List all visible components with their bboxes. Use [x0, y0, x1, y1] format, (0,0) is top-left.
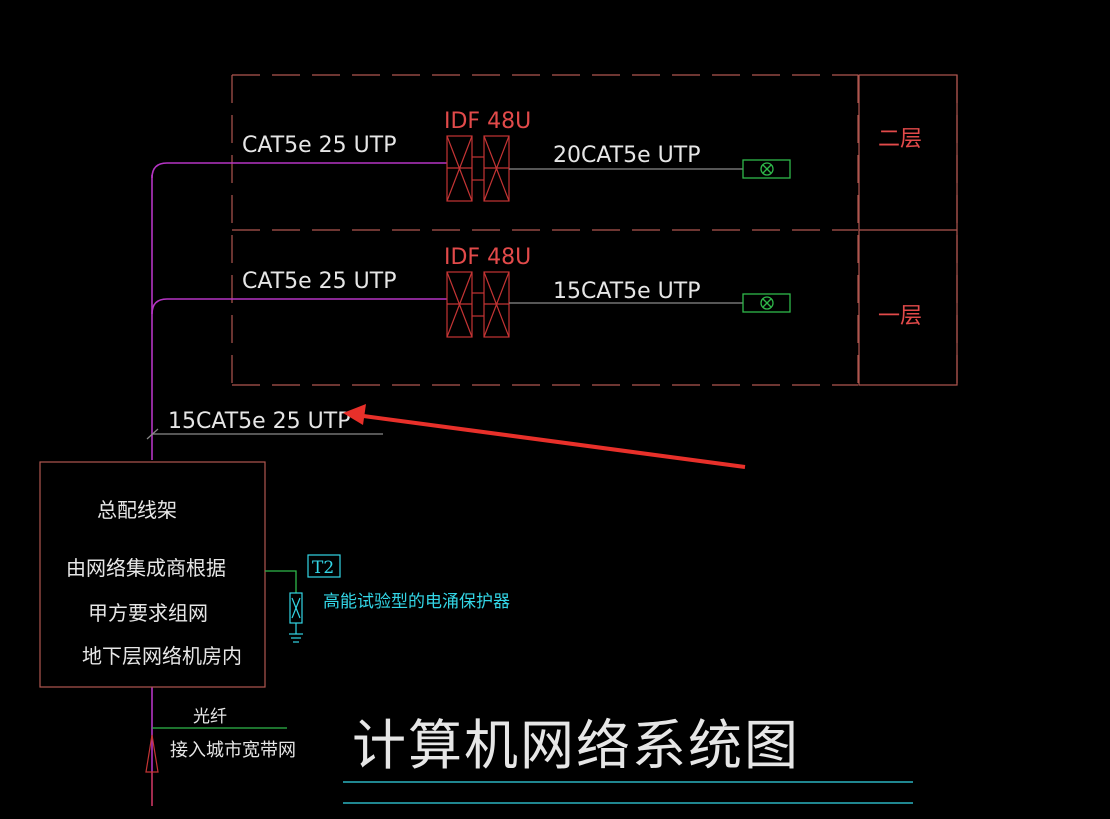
mdf-line-2: 由网络集成商根据 [66, 556, 226, 580]
surge-tag: T2 [312, 558, 334, 578]
mdf-line-1: 总配线架 [97, 498, 177, 522]
idf-label-2: IDF 48U [444, 109, 531, 134]
annotation-arrow-icon [343, 404, 746, 469]
fiber-note: 接入城市宽带网 [170, 740, 296, 761]
riser-cable-label: 15CAT5e 25 UTP [168, 409, 350, 434]
diagram-title: 计算机网络系统图 [352, 714, 800, 777]
idf-label-1: IDF 48U [444, 245, 531, 270]
surge-label: 高能试验型的电涌保护器 [323, 592, 510, 612]
incoming-arrow-icon [145, 734, 159, 806]
idf-cabinet-1 [446, 271, 510, 338]
horizontal-cable-label-2: 20CAT5e UTP [553, 143, 700, 168]
horizontal-cable-label-1: 15CAT5e UTP [553, 279, 700, 304]
floor-label-1: 一层 [878, 304, 922, 329]
idf-cabinet-2 [446, 135, 510, 202]
mdf-line-4: 地下层网络机房内 [82, 644, 242, 668]
fiber-label: 光纤 [193, 707, 227, 727]
backbone-cable-label-1: CAT5e 25 UTP [242, 269, 396, 294]
surge-protector-icon [265, 554, 341, 643]
backbone-cable-label-2: CAT5e 25 UTP [242, 133, 396, 158]
mdf-box [39, 461, 266, 688]
outlet-icon [742, 159, 791, 179]
floor-frame [231, 74, 958, 386]
outlet-icon [742, 293, 791, 313]
floor-label-2: 二层 [878, 127, 922, 152]
mdf-line-3: 甲方要求组网 [88, 601, 208, 625]
